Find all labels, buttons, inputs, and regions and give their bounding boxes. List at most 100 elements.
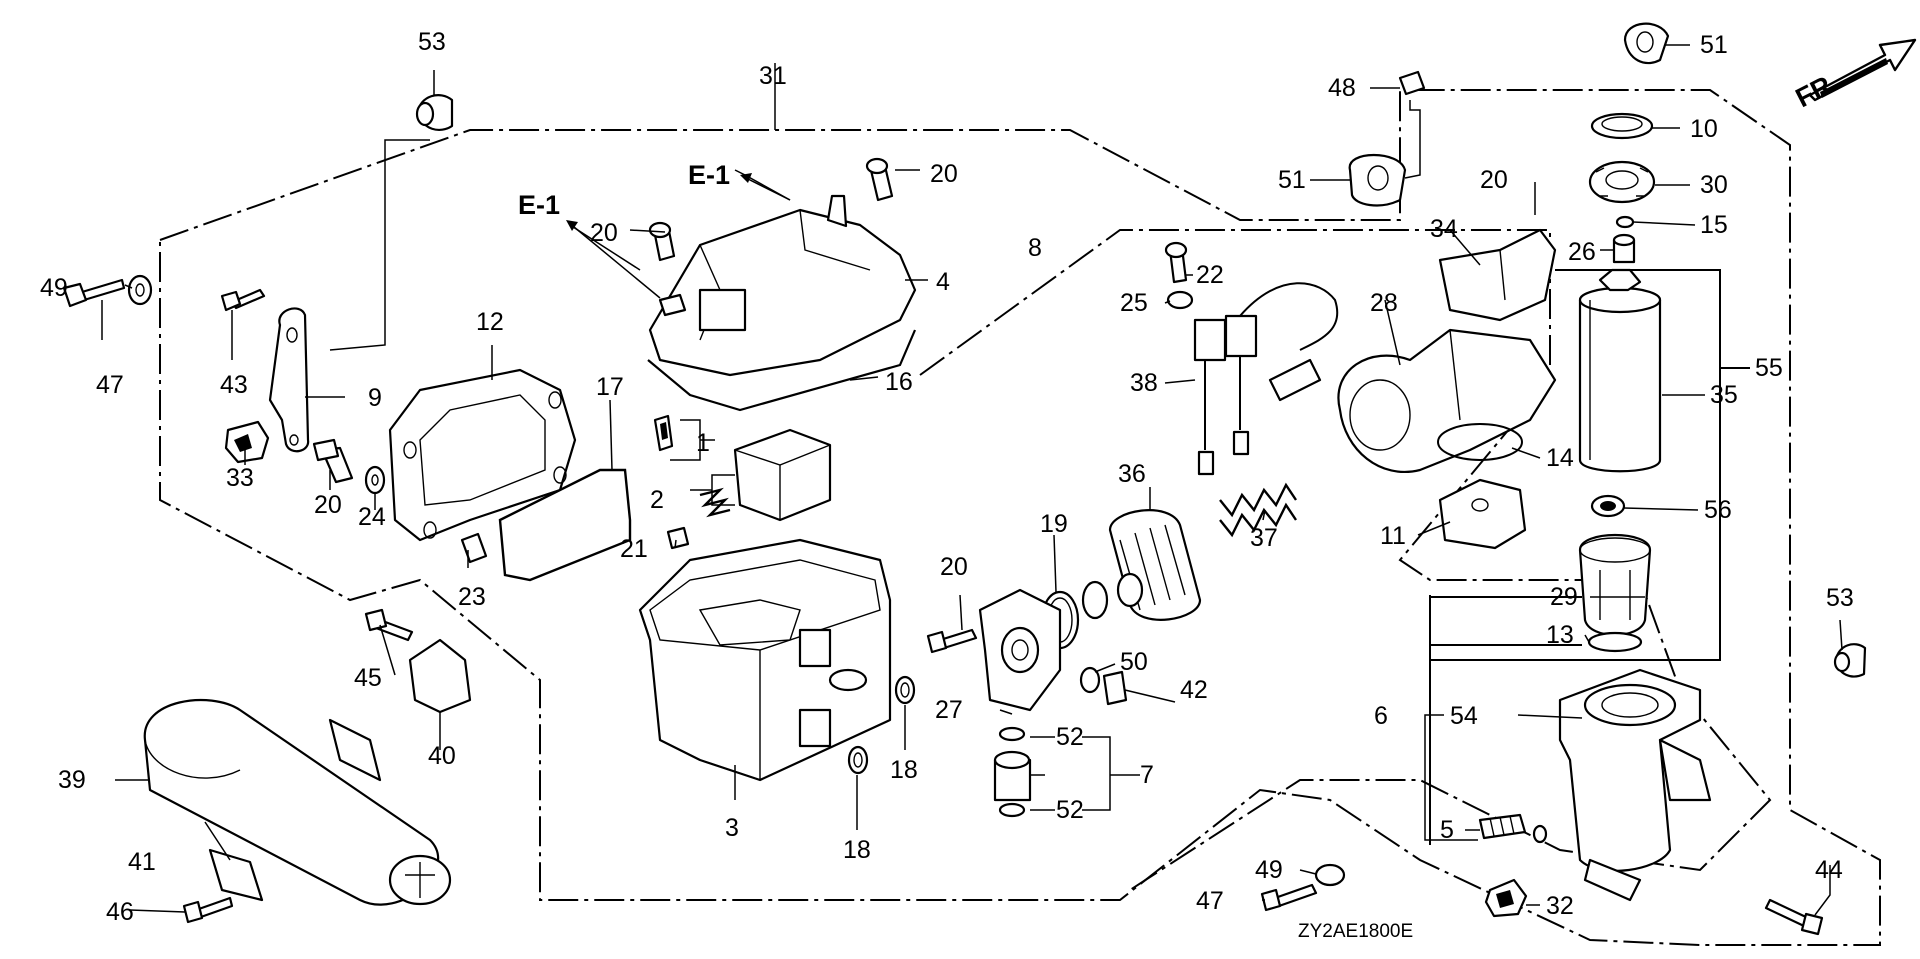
- callout-17: 17: [596, 373, 624, 401]
- callout-40: 40: [428, 742, 456, 770]
- callout-34: 34: [1430, 215, 1458, 243]
- grommet-32: [1484, 878, 1528, 918]
- washer-49-bottom: [1314, 863, 1346, 887]
- callout-48: 48: [1328, 74, 1356, 102]
- bolt-20-left: [312, 438, 354, 484]
- callout-52-lower: 52: [1056, 796, 1084, 824]
- bolt-42: [1102, 670, 1128, 706]
- e1-arrow-left: [566, 220, 661, 299]
- e1-label-upper: E-1: [688, 160, 730, 190]
- callout-35: 35: [1710, 381, 1738, 409]
- front-arrow-icon: [1808, 38, 1917, 102]
- callout-44: 44: [1815, 856, 1843, 884]
- bolt-20-filter: [926, 628, 978, 654]
- callout-51-top: 51: [1700, 31, 1728, 59]
- separator-body-54: [1558, 668, 1712, 902]
- cap-53-top: [415, 94, 454, 131]
- washer-49-left: [127, 274, 153, 306]
- plate-41: [208, 848, 264, 902]
- callout-20-left: 20: [314, 491, 342, 519]
- callout-33: 33: [226, 464, 254, 492]
- cap-53-right: [1833, 643, 1867, 678]
- seal-56: [1590, 494, 1626, 518]
- callout-24: 24: [358, 503, 386, 531]
- oring-filter: [1081, 580, 1109, 620]
- callout-53-right: 53: [1826, 584, 1854, 612]
- diagram-code: ZY2AE1800E: [1298, 921, 1413, 942]
- callout-16: 16: [885, 368, 913, 396]
- cap-26: [1612, 233, 1636, 264]
- callout-46: 46: [106, 898, 134, 926]
- seal-15: [1615, 215, 1635, 229]
- callout-32: 32: [1546, 892, 1574, 920]
- gasket-plate-12: [388, 368, 577, 542]
- ring-10: [1590, 112, 1654, 140]
- callout-20-filter: 20: [940, 553, 968, 581]
- callout-27: 27: [935, 696, 963, 724]
- oring-14: [1437, 423, 1523, 461]
- callout-4: 4: [936, 268, 950, 296]
- washer-50: [1079, 666, 1101, 694]
- holder-29: [1578, 534, 1652, 637]
- callout-21: 21: [620, 535, 648, 563]
- callout-39: 39: [58, 766, 86, 794]
- callout-6: 6: [1374, 702, 1388, 730]
- washer-52-upper: [998, 726, 1026, 742]
- callout-12: 12: [476, 308, 504, 336]
- callout-47-bottom: 47: [1196, 887, 1224, 915]
- bolt-46: [182, 896, 234, 924]
- needle-valve-1: [653, 414, 674, 452]
- bolt-20-upper: [865, 157, 894, 202]
- callout-31: 31: [759, 62, 787, 90]
- float-2: [699, 428, 832, 522]
- callout-20-upper: 20: [930, 160, 958, 188]
- callout-3: 3: [725, 814, 739, 842]
- washer-52-lower: [998, 802, 1026, 818]
- bracket-lines: [1429, 269, 1750, 845]
- washer-25: [1166, 290, 1194, 310]
- callout-50: 50: [1120, 648, 1148, 676]
- float-chamber-3: [638, 538, 892, 782]
- oring-18-lower: [847, 745, 869, 775]
- bracket-40: [408, 638, 472, 714]
- callout-7: 7: [1140, 761, 1154, 789]
- sleeve-23: [460, 532, 488, 564]
- clip-48: [1398, 70, 1426, 96]
- oring-18-upper: [894, 675, 916, 705]
- callout-18-lower: 18: [843, 836, 871, 864]
- bolt-20-cover: [648, 221, 676, 262]
- spring-37: [1219, 482, 1297, 538]
- bolt-47-bottom: [1260, 883, 1318, 912]
- callout-11: 11: [1380, 522, 1406, 550]
- callout-10: 10: [1690, 115, 1718, 143]
- callout-19: 19: [1040, 510, 1068, 538]
- bracket-11: [1438, 478, 1527, 550]
- callout-41: 41: [128, 848, 156, 876]
- callout-23: 23: [458, 583, 486, 611]
- callout-43: 43: [220, 371, 248, 399]
- front-label: FR.: [1791, 67, 1843, 113]
- callout-55: 55: [1755, 354, 1783, 382]
- callout-25: 25: [1120, 289, 1148, 317]
- callout-2: 2: [650, 486, 664, 514]
- callout-52-upper: 52: [1056, 723, 1084, 751]
- union-7: [993, 750, 1032, 802]
- callout-20-right: 20: [1480, 166, 1508, 194]
- callout-15: 15: [1700, 211, 1728, 239]
- bolt-22: [1164, 241, 1188, 284]
- callout-45: 45: [354, 664, 382, 692]
- grommet-51-top: [1623, 22, 1670, 65]
- callout-36: 36: [1118, 460, 1146, 488]
- callout-30: 30: [1700, 171, 1728, 199]
- callout-28: 28: [1370, 289, 1398, 317]
- bolt-44: [1764, 898, 1824, 936]
- callout-51-left: 51: [1278, 166, 1306, 194]
- grommet-51-left: [1348, 153, 1407, 207]
- callout-37: 37: [1250, 524, 1278, 552]
- filter-element-36: [1108, 509, 1202, 621]
- callout-18-upper: 18: [890, 756, 918, 784]
- callout-8: 8: [1028, 234, 1042, 262]
- callout-numbers: 53 31 49 47 43 9 33 20 24 12 17 23 E-1 E…: [40, 28, 1854, 942]
- filter-canister-39: [143, 698, 452, 906]
